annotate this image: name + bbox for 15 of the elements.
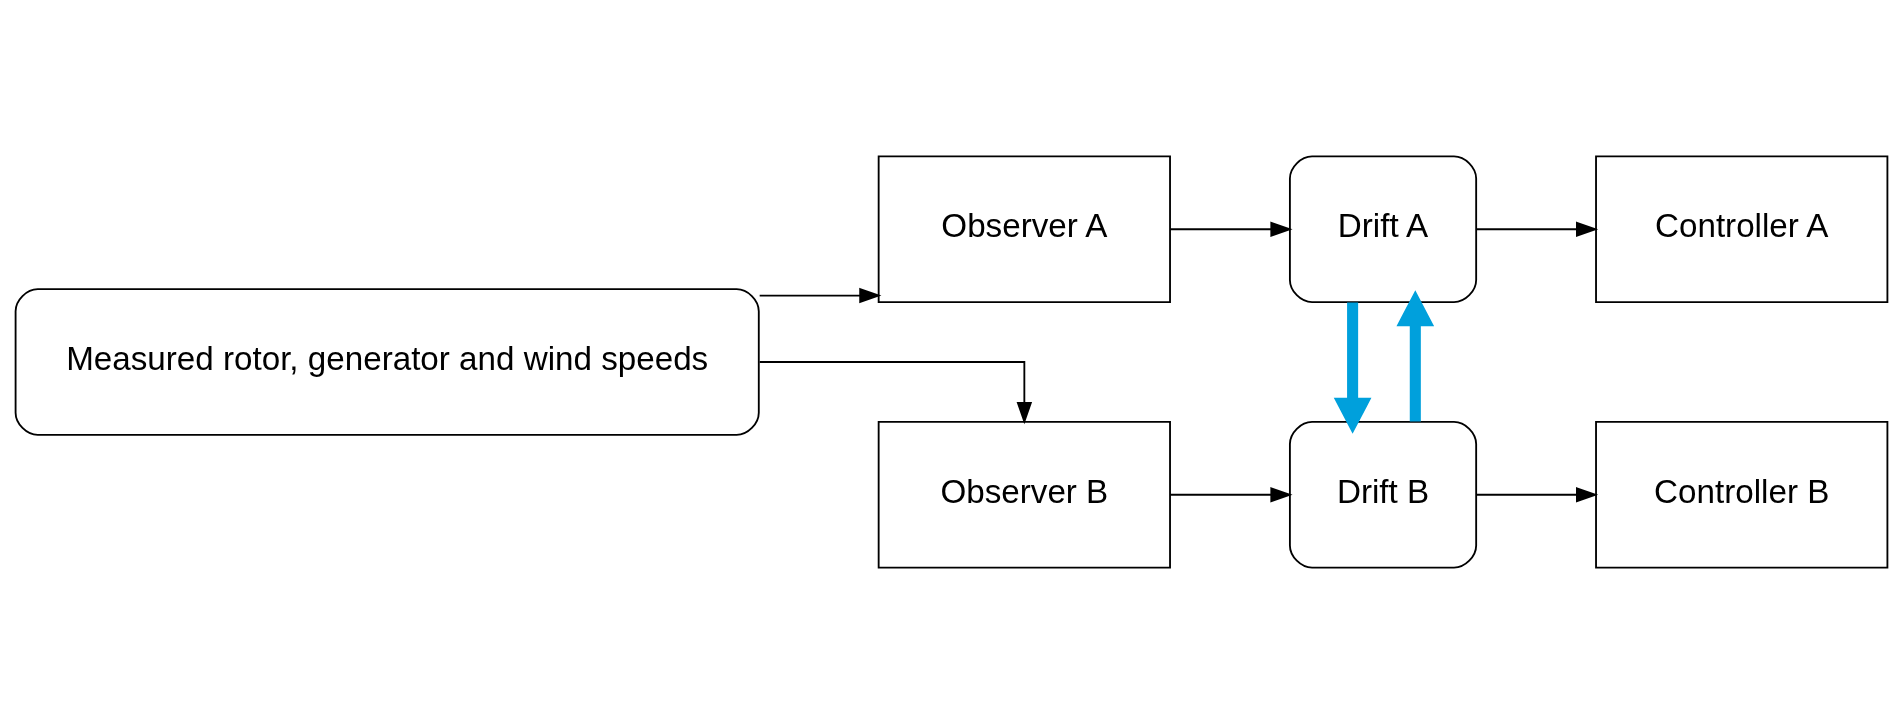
node-box: Controller A: [1595, 155, 1889, 303]
arrow: [1475, 487, 1599, 503]
arrow: [1169, 221, 1293, 237]
arrow: [1475, 221, 1599, 237]
arrow: [758, 287, 882, 304]
node-box: Controller B: [1595, 421, 1889, 569]
node-box: Measured rotor, generator and wind speeds: [14, 288, 760, 436]
node-box: Observer B: [877, 421, 1171, 569]
node-box: Drift B: [1289, 421, 1478, 569]
arrow: [1169, 487, 1293, 503]
arrow: [758, 361, 1033, 425]
node-box: Drift A: [1289, 155, 1478, 303]
arrow: [1396, 290, 1435, 422]
node-box: Observer A: [877, 155, 1171, 303]
arrow: [1333, 302, 1372, 434]
